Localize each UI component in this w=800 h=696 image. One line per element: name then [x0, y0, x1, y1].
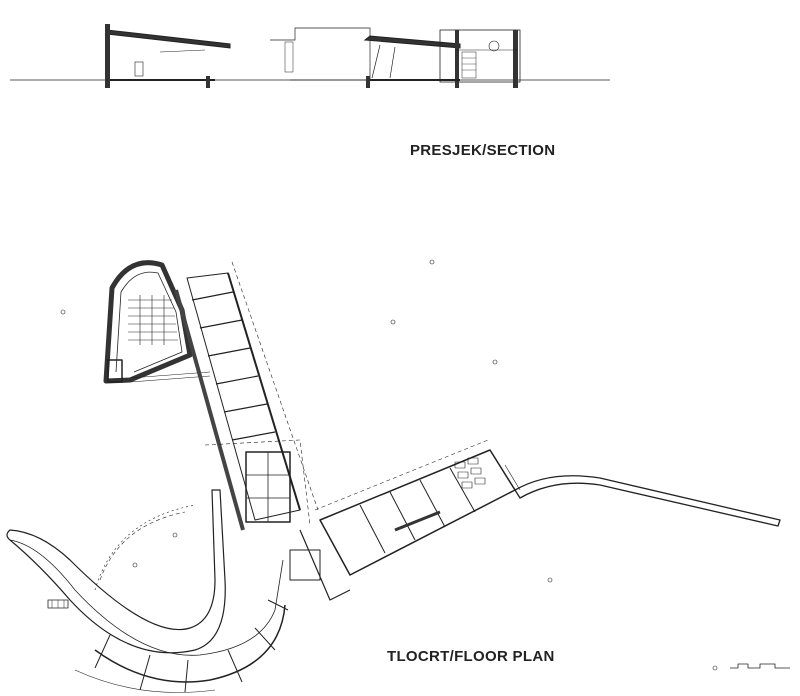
section-drawing [10, 24, 610, 88]
section-left-roof [106, 29, 231, 49]
plan-north-hall [103, 260, 211, 384]
floor-plan-title: TLOCRT/FLOOR PLAN [387, 648, 555, 665]
plan-south-curved-wing [6, 489, 289, 693]
section-middle-volume [270, 27, 371, 81]
section-left-wall [105, 24, 110, 88]
floor-plan-drawing [6, 259, 790, 693]
plan-east-path [514, 475, 781, 527]
section-title: PRESJEK/SECTION [410, 142, 556, 159]
plan-north-wing [174, 261, 319, 531]
scale-bar [730, 663, 790, 669]
plan-east-wing [289, 439, 516, 601]
section-right-canopy [363, 35, 461, 49]
plan-site-markers [60, 259, 718, 671]
section-right-frame [439, 29, 521, 83]
